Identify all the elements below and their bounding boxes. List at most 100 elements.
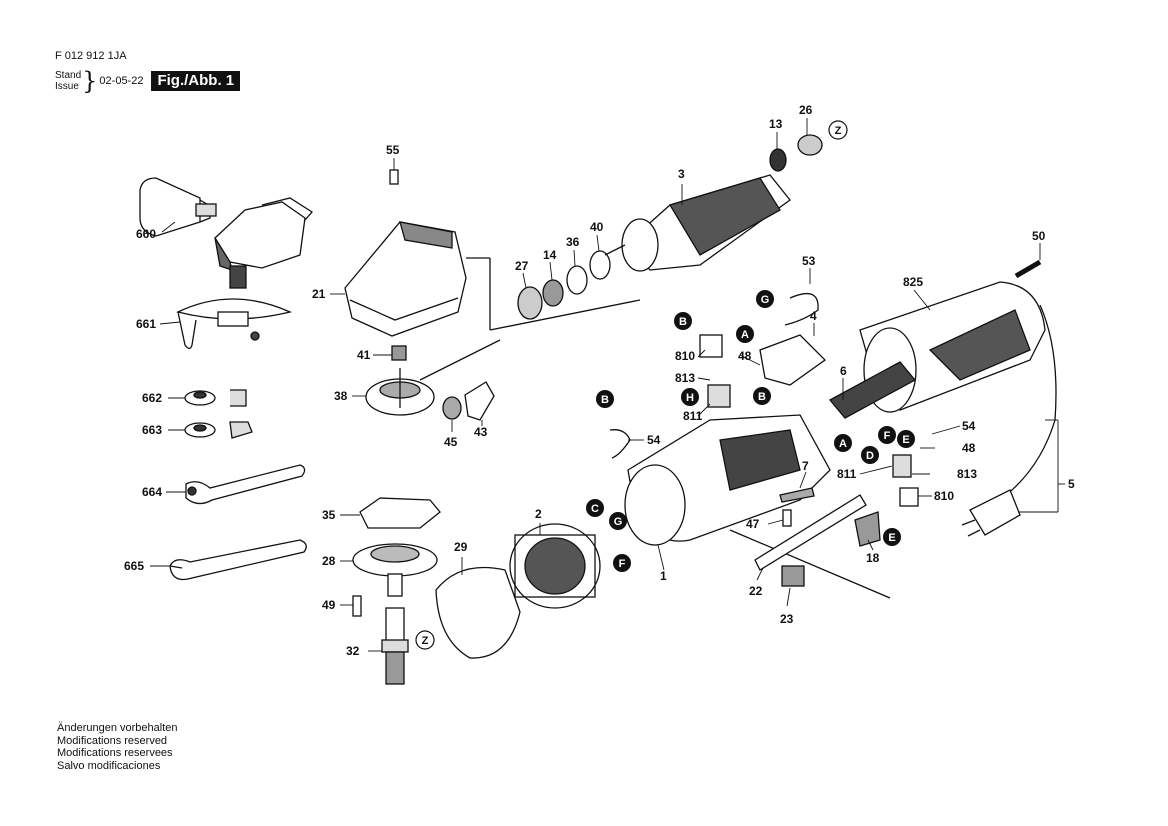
part-label-13: 13 — [769, 117, 783, 131]
spindle-drawing — [381, 607, 409, 685]
leader-lines — [150, 118, 1065, 652]
bearing-flange-drawing — [352, 543, 438, 597]
connector-marker-b-3: B — [596, 390, 614, 408]
connector-marker-f-1: F — [878, 426, 896, 444]
connector-marker-z-top: Z — [828, 120, 848, 140]
gasket-35-drawing — [359, 497, 441, 529]
part-label-810: 810 — [675, 349, 695, 363]
part-label-825: 825 — [903, 275, 923, 289]
part-label-40: 40 — [590, 220, 604, 234]
connector-markers: G B A H B B F E A D C G F E — [586, 290, 915, 572]
connector-marker-b-2: B — [753, 387, 771, 405]
connector-marker-z-bottom: Z — [415, 630, 435, 650]
gear-housing-drawing — [344, 221, 641, 337]
part-number-labels: 55 660 21 661 41 38 45 43 662 663 664 35… — [124, 103, 1075, 658]
svg-text:G: G — [614, 516, 623, 528]
ring-27-drawing — [517, 286, 543, 320]
part-label-23: 23 — [780, 612, 794, 626]
connector-marker-a-1: A — [736, 325, 754, 343]
switch-rod-drawing — [754, 494, 867, 571]
screw-49-drawing — [352, 595, 362, 617]
part-label-1: 1 — [660, 569, 667, 583]
part-label-55: 55 — [386, 143, 400, 157]
nut-663-drawing — [184, 421, 253, 439]
connector-marker-b-1: B — [674, 312, 692, 330]
part-label-661: 661 — [136, 317, 156, 331]
part-label-32: 32 — [346, 644, 360, 658]
bearing-14-drawing — [542, 279, 564, 307]
part-label-43: 43 — [474, 425, 488, 439]
part-drawings — [139, 134, 1057, 685]
motor-housing-drawing — [624, 414, 891, 599]
part-label-41: 41 — [357, 348, 371, 362]
connector-marker-h: H — [681, 388, 699, 406]
part-label-47: 47 — [746, 517, 760, 531]
part-label-7: 7 — [802, 459, 809, 473]
nut-662-drawing — [184, 389, 247, 407]
connector-marker-g-2: G — [609, 512, 627, 530]
connector-marker-f-2: F — [613, 554, 631, 572]
part-label-48: 48 — [738, 349, 752, 363]
notice-line-fr: Modifications reservees — [57, 747, 173, 759]
svg-text:G: G — [761, 294, 770, 306]
fan-drawing — [435, 566, 521, 659]
part-label-662: 662 — [142, 391, 162, 405]
bearing-41-drawing — [391, 345, 407, 361]
part-label-18: 18 — [866, 551, 880, 565]
figure-badge: Fig./Abb. 1 — [151, 71, 241, 91]
part-label-665: 665 — [124, 559, 144, 573]
issue-date: 02-05-22 — [99, 75, 144, 87]
bevel-gear-drawing — [365, 339, 501, 416]
svg-text:F: F — [619, 558, 626, 570]
svg-text:B: B — [679, 316, 687, 328]
svg-text:E: E — [902, 434, 909, 446]
armature-drawing — [604, 174, 791, 272]
document-number: F 012 912 1JA — [55, 50, 127, 62]
part-label-54b: 54 — [962, 419, 976, 433]
brace-icon: } — [82, 67, 98, 95]
field-coil-drawing — [509, 523, 601, 609]
part-label-810b: 810 — [934, 489, 954, 503]
cable-54-drawing — [609, 429, 631, 459]
brush-holder-811-drawing — [707, 384, 731, 408]
spanner-665-drawing — [169, 539, 307, 581]
part-label-48b: 48 — [962, 441, 976, 455]
part-7-drawing — [779, 487, 815, 503]
svg-text:F: F — [884, 430, 891, 442]
mains-plug-drawing — [961, 489, 1021, 537]
screw-47-drawing — [782, 509, 792, 527]
part-label-45: 45 — [444, 435, 458, 449]
cable-53-drawing — [784, 292, 819, 326]
part-label-53: 53 — [802, 254, 816, 268]
part-label-4: 4 — [810, 309, 817, 323]
spring-18-drawing — [854, 511, 881, 547]
screw-55-drawing — [389, 169, 399, 185]
grinder-overview-drawing — [214, 197, 313, 289]
part-label-811b: 811 — [837, 467, 857, 481]
part-label-6: 6 — [840, 364, 847, 378]
part-label-26: 26 — [799, 103, 813, 117]
notice-line-de: Änderungen vorbehalten — [57, 722, 178, 734]
svg-text:Z: Z — [422, 635, 429, 647]
part-label-811: 811 — [683, 409, 703, 423]
z-markers: Z Z — [415, 120, 848, 650]
ring-40-drawing — [589, 250, 611, 280]
part-label-35: 35 — [322, 508, 336, 522]
issue-label: Issue — [55, 81, 79, 92]
svg-text:E: E — [888, 532, 895, 544]
part-label-29: 29 — [454, 540, 468, 554]
pinion-43-drawing — [464, 381, 495, 421]
connector-marker-d: D — [861, 446, 879, 464]
part-label-813b: 813 — [957, 467, 977, 481]
svg-text:B: B — [758, 391, 766, 403]
connector-marker-e-2: E — [883, 528, 901, 546]
pinion-45-drawing — [442, 396, 462, 420]
svg-text:D: D — [866, 450, 874, 462]
svg-text:B: B — [601, 394, 609, 406]
connector-marker-g-top: G — [756, 290, 774, 308]
stand-issue-block: Stand Issue } 02-05-22 Fig./Abb. 1 — [55, 67, 241, 95]
svg-text:H: H — [686, 392, 694, 404]
part-label-36: 36 — [566, 235, 580, 249]
cable-guard-drawing — [828, 361, 917, 419]
part-label-27: 27 — [515, 259, 529, 273]
